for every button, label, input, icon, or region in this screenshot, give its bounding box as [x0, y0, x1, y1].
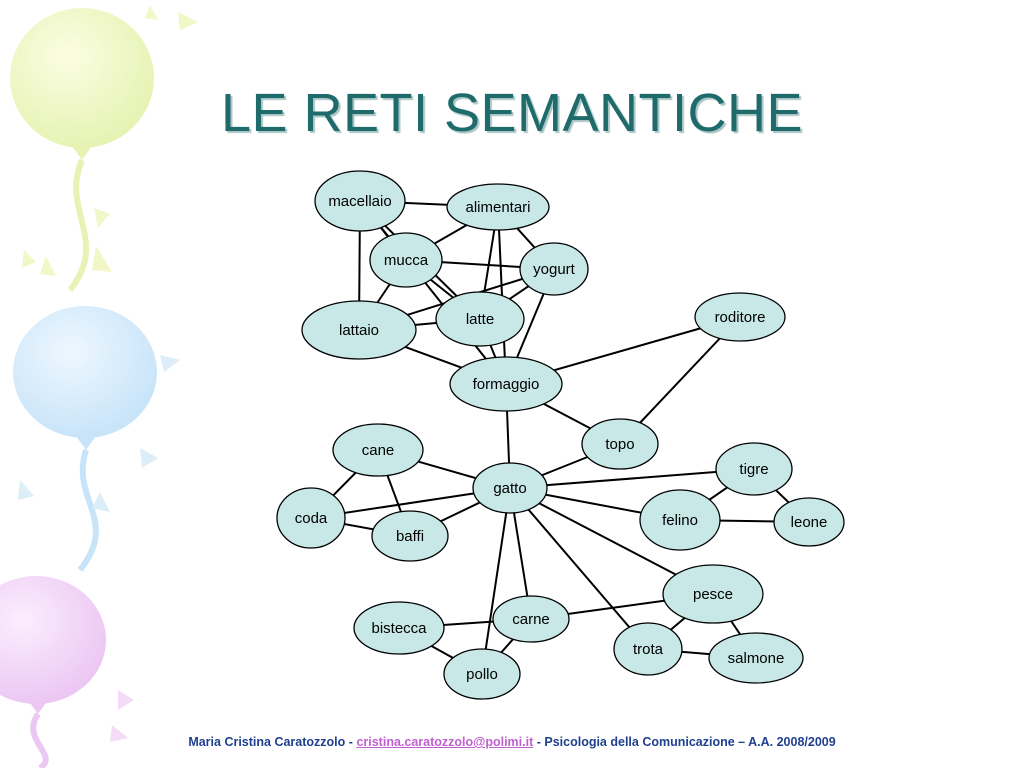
node-label-salmone: salmone: [728, 650, 785, 667]
node-shape-baffi: [371, 510, 449, 562]
edge-gatto-tigre: [509, 468, 755, 489]
footer-separator: -: [348, 735, 353, 749]
node-bistecca: bistecca: [353, 601, 445, 655]
node-label-formaggio: formaggio: [473, 376, 540, 393]
node-shape-tigre: [715, 442, 793, 496]
edge-macellaio-formaggio: [359, 200, 507, 385]
node-shape-mucca: [369, 232, 443, 288]
node-baffi: baffi: [371, 510, 449, 562]
node-pollo: pollo: [443, 648, 521, 700]
node-label-coda: coda: [295, 510, 328, 527]
node-label-pesce: pesce: [693, 586, 733, 603]
node-pesce: pesce: [662, 564, 764, 624]
node-label-trota: trota: [633, 641, 664, 658]
slide-title: LE RETI SEMANTICHE: [220, 83, 804, 143]
footer-course: - Psicologia della Comunicazione – A.A. …: [536, 735, 836, 749]
node-shape-roditore: [694, 292, 786, 342]
node-label-bistecca: bistecca: [371, 620, 427, 637]
node-shape-latte: [435, 291, 525, 347]
node-label-felino: felino: [662, 512, 698, 529]
node-cane: cane: [332, 423, 424, 477]
node-formaggio: formaggio: [449, 356, 563, 412]
footer: Maria Cristina Caratozzolo - cristina.ca…: [0, 735, 1024, 749]
node-label-latte: latte: [466, 311, 494, 328]
node-shape-lattaio: [301, 300, 417, 360]
node-shape-gatto: [472, 462, 548, 514]
node-label-pollo: pollo: [466, 666, 498, 683]
node-label-baffi: baffi: [396, 528, 424, 545]
node-label-yogurt: yogurt: [533, 261, 576, 278]
node-label-lattaio: lattaio: [339, 322, 379, 339]
node-topo: topo: [581, 418, 659, 470]
node-shape-leone: [773, 497, 845, 547]
node-shape-trota: [613, 622, 683, 676]
node-gatto: gatto: [472, 462, 548, 514]
edge-gatto-pollo: [481, 487, 511, 675]
node-alimentari: alimentari: [446, 183, 550, 231]
node-label-carne: carne: [512, 611, 550, 628]
node-trota: trota: [613, 622, 683, 676]
node-label-cane: cane: [362, 442, 395, 459]
node-leone: leone: [773, 497, 845, 547]
blue-balloon-icon: [13, 306, 180, 572]
node-coda: coda: [276, 487, 346, 549]
node-salmone: salmone: [708, 632, 804, 684]
node-shape-carne: [492, 595, 570, 643]
node-shape-yogurt: [519, 242, 589, 296]
pink-balloon-icon: [0, 576, 134, 768]
node-label-tigre: tigre: [739, 461, 768, 478]
yellow-balloon-icon: [10, 5, 198, 292]
node-macellaio: macellaio: [314, 170, 406, 232]
footer-author: Maria Cristina Caratozzolo: [188, 735, 346, 749]
node-shape-topo: [581, 418, 659, 470]
footer-email-link[interactable]: cristina.caratozzolo@polimi.it: [356, 735, 534, 749]
node-label-alimentari: alimentari: [465, 199, 530, 216]
node-tigre: tigre: [715, 442, 793, 496]
node-shape-felino: [639, 489, 721, 551]
node-felino: felino: [639, 489, 721, 551]
node-yogurt: yogurt: [519, 242, 589, 296]
node-shape-pollo: [443, 648, 521, 700]
node-label-roditore: roditore: [715, 309, 766, 326]
node-carne: carne: [492, 595, 570, 643]
node-label-gatto: gatto: [493, 480, 526, 497]
node-label-leone: leone: [791, 514, 828, 531]
node-label-mucca: mucca: [384, 252, 429, 269]
node-shape-formaggio: [449, 356, 563, 412]
node-roditore: roditore: [694, 292, 786, 342]
network-nodes: macellaio alimentari mucca yogurt lattaio lat…: [276, 170, 845, 700]
node-shape-coda: [276, 487, 346, 549]
node-shape-bistecca: [353, 601, 445, 655]
node-label-macellaio: macellaio: [328, 193, 391, 210]
node-mucca: mucca: [369, 232, 443, 288]
node-shape-cane: [332, 423, 424, 477]
node-shape-alimentari: [446, 183, 550, 231]
node-latte: latte: [435, 291, 525, 347]
edge-gatto-trota: [509, 487, 649, 650]
node-shape-pesce: [662, 564, 764, 624]
node-label-topo: topo: [605, 436, 634, 453]
node-shape-salmone: [708, 632, 804, 684]
node-lattaio: lattaio: [301, 300, 417, 360]
node-shape-macellaio: [314, 170, 406, 232]
